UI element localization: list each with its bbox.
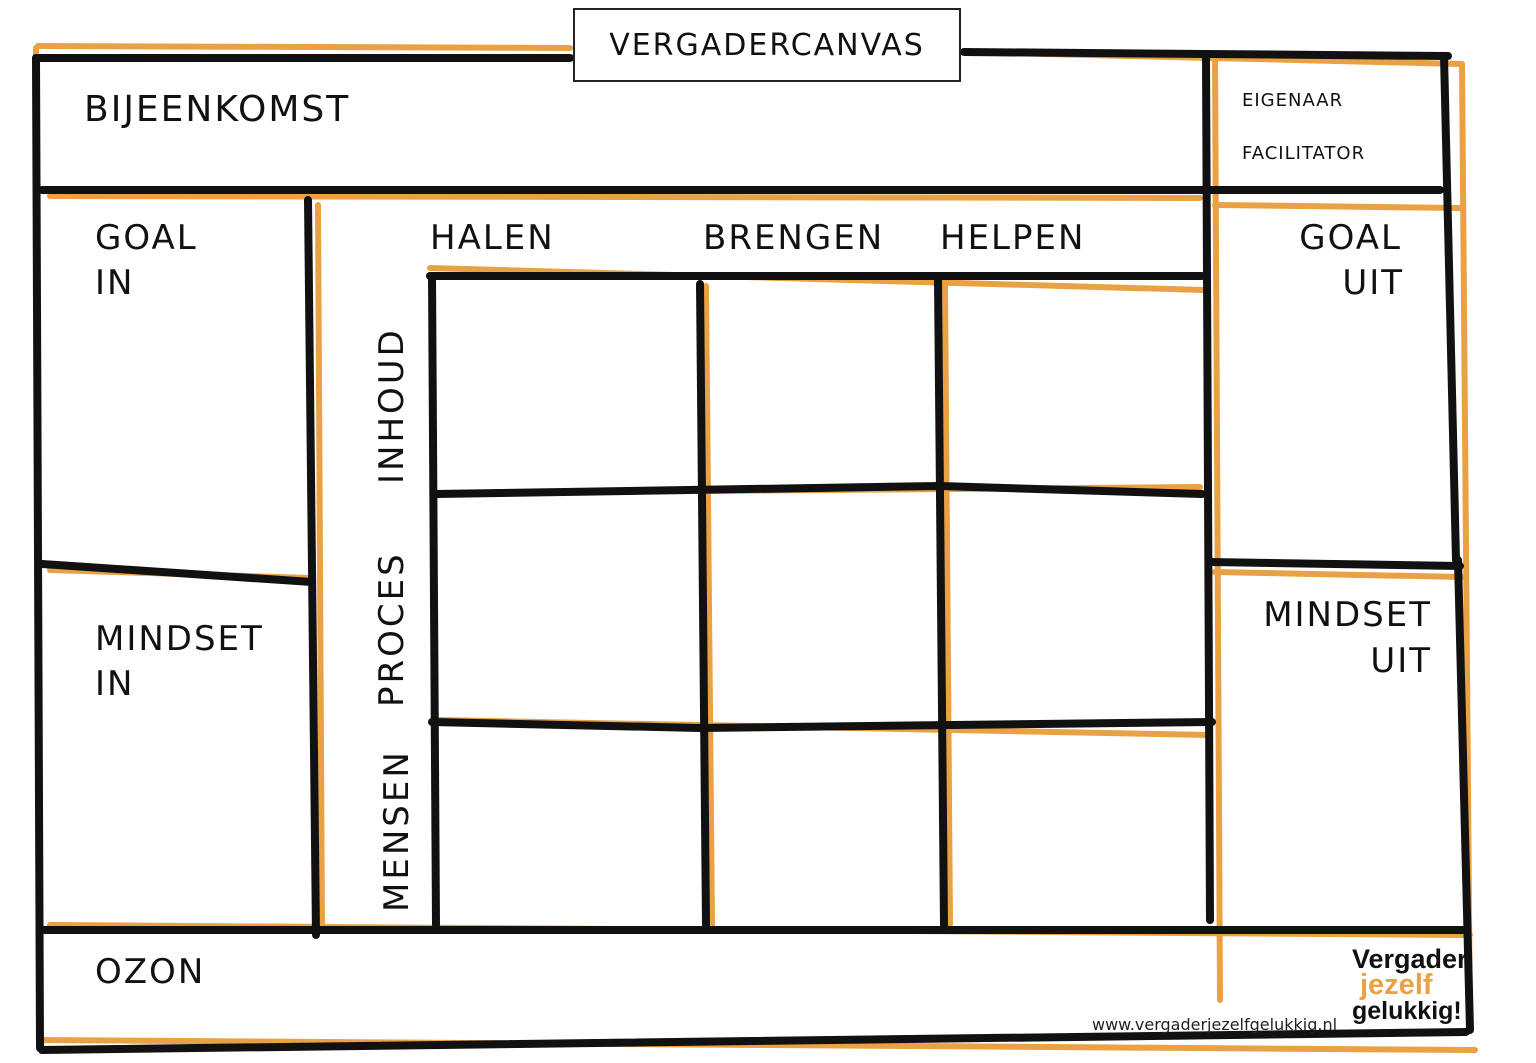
goal-in-label: GOAL <box>95 218 198 258</box>
row-label-proces: PROCES <box>372 551 412 707</box>
canvas-title: VERGADERCANVAS <box>573 8 961 82</box>
column-header-brengen: BRENGEN <box>703 218 885 258</box>
website-url: www.vergaderjezelfgelukkig.nl <box>1092 1015 1338 1034</box>
mindset-in-label: MINDSET <box>95 619 264 659</box>
logo-line-2: jezelf <box>1360 969 1433 1001</box>
row-label-inhoud: INHOUD <box>372 327 412 484</box>
mindset-uit-label-line2: UIT <box>1370 641 1432 681</box>
mindset-uit-label: MINDSET <box>1263 595 1432 635</box>
logo-line-1: Vergader <box>1352 944 1468 974</box>
eigenaar-label: EIGENAAR <box>1242 90 1344 111</box>
mindset-in-label-line2: IN <box>95 664 135 704</box>
vergader-jezelf-gelukkig-logo: Vergader jezelf gelukkig! <box>1352 946 1476 1032</box>
row-label-mensen: MENSEN <box>377 749 417 912</box>
goal-uit-label-line2: UIT <box>1342 263 1404 303</box>
ozon-label: OZON <box>95 952 206 992</box>
column-header-halen: HALEN <box>430 218 555 258</box>
goal-uit-label: GOAL <box>1299 218 1402 258</box>
bijeenkomst-label: BIJEENKOMST <box>84 89 351 130</box>
facilitator-label: FACILITATOR <box>1242 143 1366 164</box>
goal-in-label-line2: IN <box>95 263 135 303</box>
column-header-helpen: HELPEN <box>940 218 1086 258</box>
logo-line-3: gelukkig! <box>1352 997 1462 1025</box>
